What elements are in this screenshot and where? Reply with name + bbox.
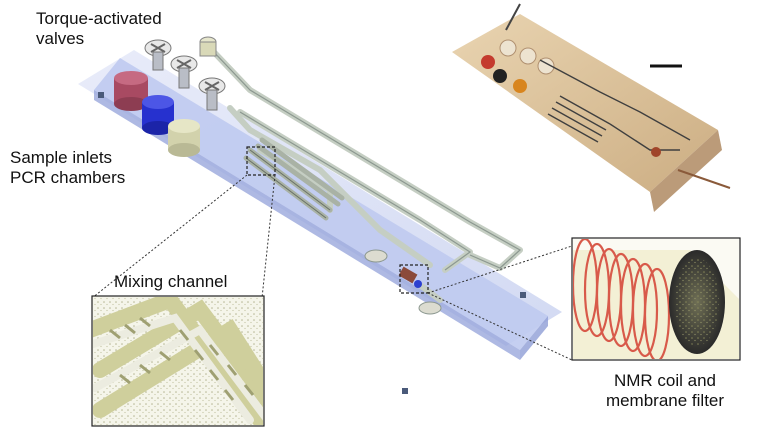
valves-label: Torque-activated valves (36, 9, 162, 49)
fluid-channel-outlines (209, 47, 522, 271)
sample-inlets (114, 71, 200, 157)
mixing-zoom-box (246, 146, 276, 176)
inlets-label: Sample inlets PCR chambers (10, 148, 125, 188)
mixing-channel-inset (91, 295, 265, 427)
corner-screw-icon (520, 292, 526, 298)
corner-screw-icon (402, 388, 408, 394)
nmr-coil-icon (398, 264, 429, 294)
inlets-label-text: Sample inlets PCR chambers (10, 148, 126, 187)
corner-screw-icon (98, 92, 104, 98)
coil-windings-icon (573, 239, 671, 359)
zoom-lines (91, 174, 573, 361)
nmr-label: NMR coil and membrane filter (600, 371, 730, 411)
torque-valves (144, 36, 226, 111)
valve-icon (170, 55, 198, 89)
inlet-blue (142, 95, 174, 135)
photo-channels (539, 59, 691, 151)
inlet-red (114, 71, 148, 111)
valve-icon (144, 39, 172, 71)
photo-inlets (481, 39, 555, 93)
nmr-label-text: NMR coil and membrane filter (605, 371, 725, 410)
mixing-label: Mixing channel (114, 272, 227, 292)
nmr-coil-inset (571, 237, 741, 361)
mixing-label-text: Mixing channel (114, 272, 228, 291)
valve-icon (198, 77, 226, 111)
valves-label-text: Torque-activated valves (36, 9, 162, 48)
pcr-chambers (364, 249, 442, 315)
nmr-zoom-box (399, 264, 429, 294)
inlet-cream (168, 119, 200, 157)
device-photo (452, 3, 731, 212)
